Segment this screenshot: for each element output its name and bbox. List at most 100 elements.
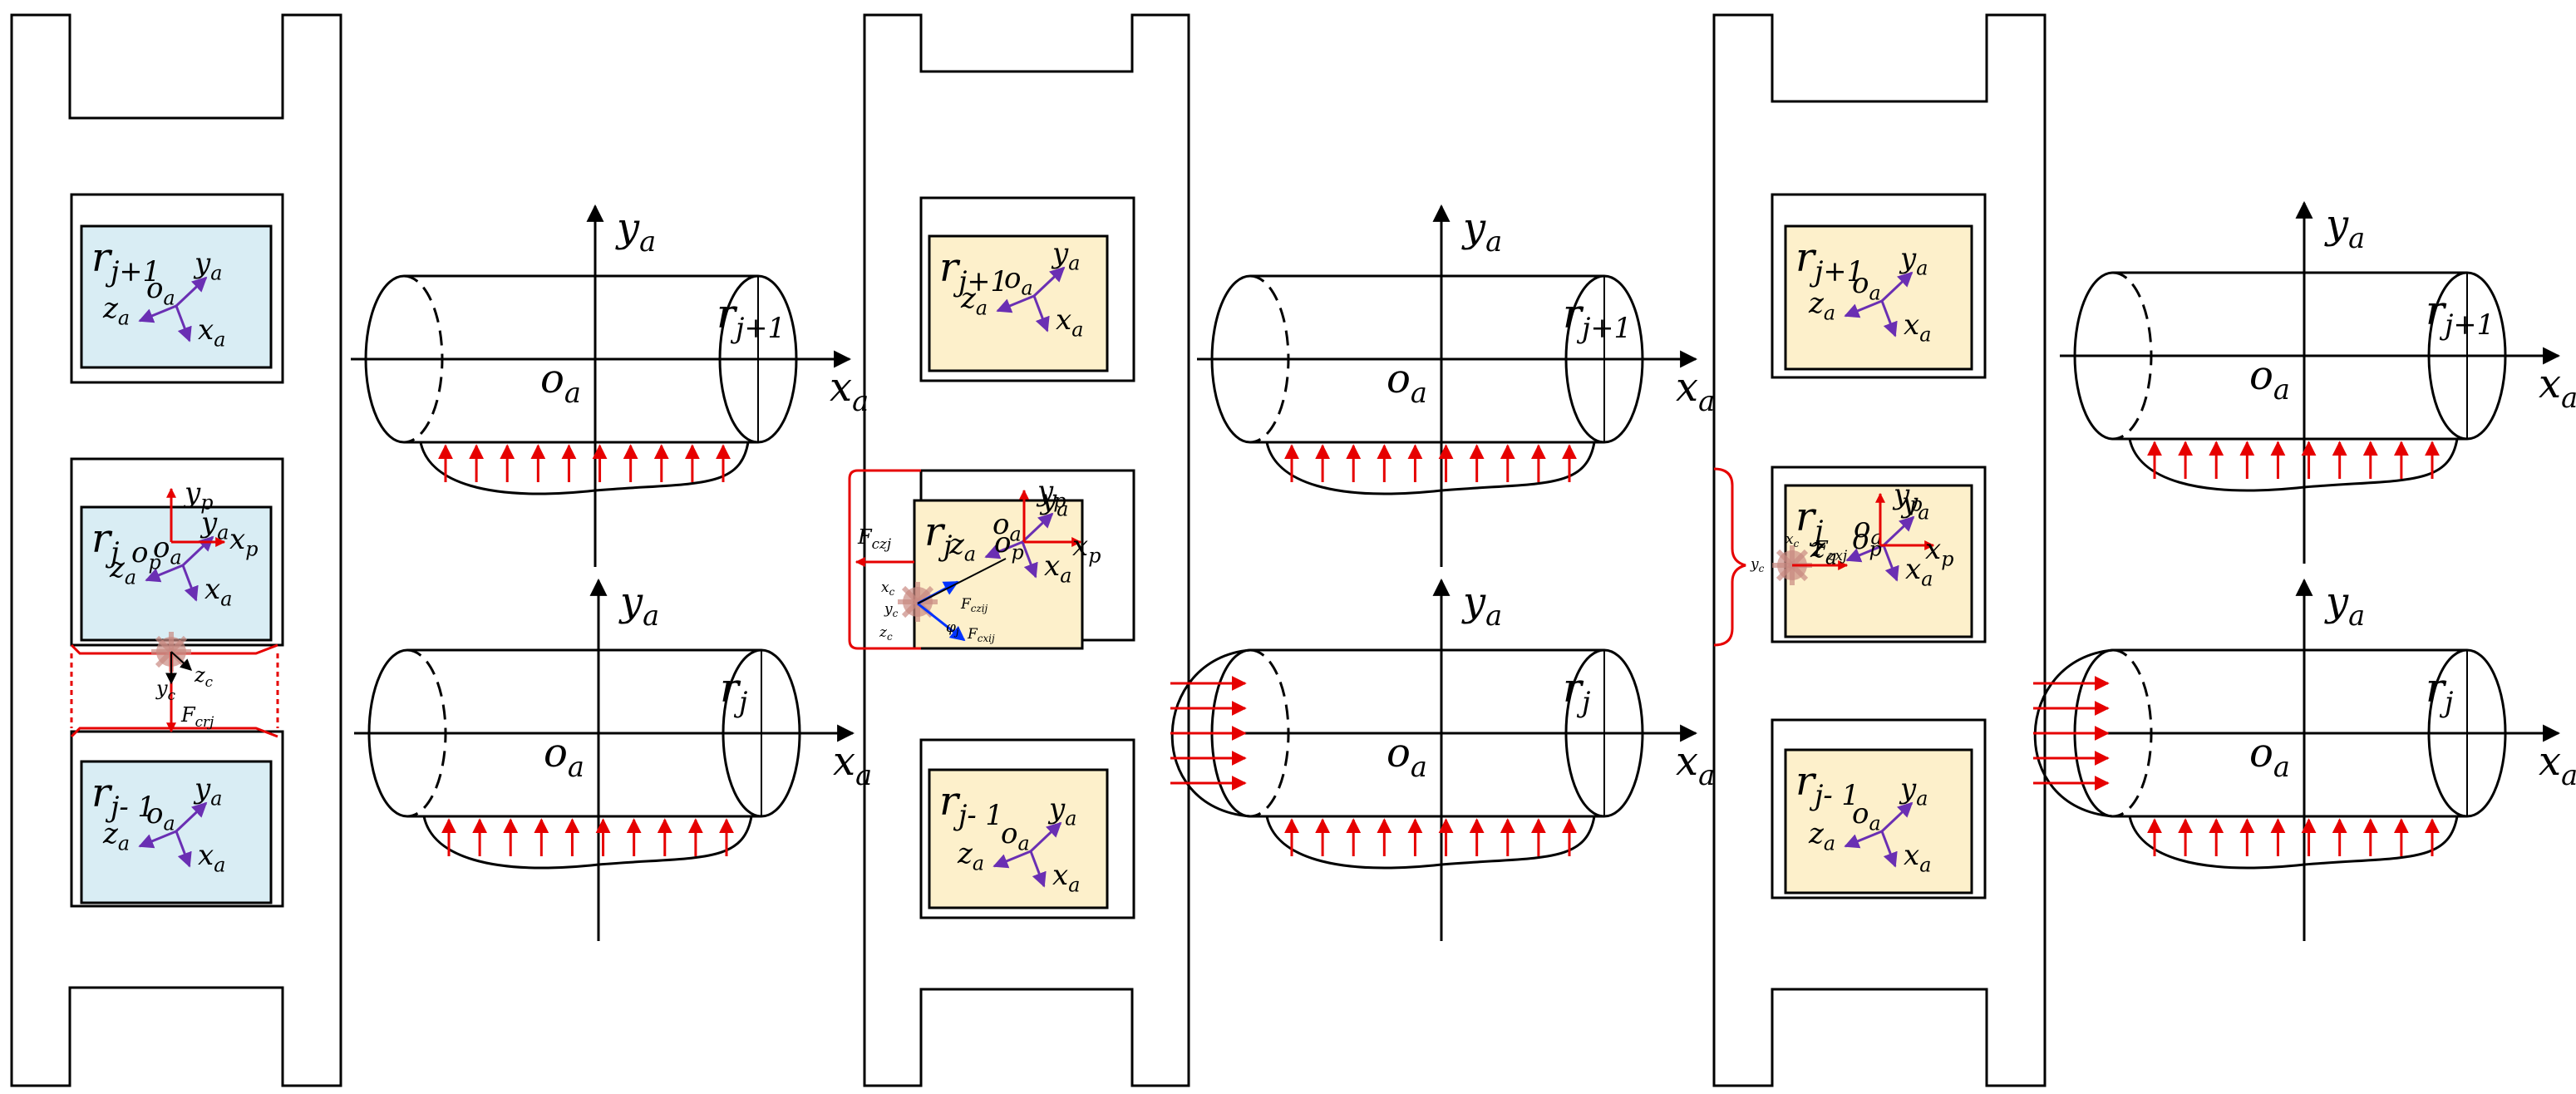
ya-label-main: y xyxy=(1051,237,1069,270)
xp-label: xp xyxy=(1072,530,1101,567)
cylinder-roller-label: rj xyxy=(1563,665,1590,718)
xa-axis-label-subscript: a xyxy=(855,759,872,791)
roller-label: rj- 1 xyxy=(91,770,155,823)
roller-box xyxy=(1784,484,1973,638)
za-arrow xyxy=(145,564,184,583)
yp-label-main: y xyxy=(1892,478,1910,511)
roller-label-main: r xyxy=(1795,758,1817,805)
oa-axis-label-subscript: a xyxy=(568,751,584,783)
xa-label: xa xyxy=(198,839,225,876)
roller-label: rj- 1 xyxy=(1795,758,1859,811)
xa-axis-label-main: x xyxy=(833,738,855,785)
za-label-main: z xyxy=(960,282,977,315)
op-label-main: o xyxy=(994,526,1011,559)
xa-label: xa xyxy=(198,313,225,351)
oa-label-main: o xyxy=(992,508,1009,541)
oa-axis-label: oa xyxy=(540,356,581,409)
za-label: za xyxy=(960,282,988,319)
ya-axis-label-main: y xyxy=(615,205,640,251)
xp-label-subscript: p xyxy=(245,537,258,560)
xa-axis-label-subscript: a xyxy=(2561,759,2576,791)
yc-label: yc xyxy=(1750,556,1765,574)
xa-label-main: x xyxy=(1052,859,1068,892)
force-czij-label: Fczij xyxy=(960,596,988,614)
roller-label-main: r xyxy=(939,778,961,825)
op-label: op xyxy=(1852,523,1882,560)
ya-label-subscript: a xyxy=(210,786,222,810)
oa-label: oa xyxy=(146,797,175,835)
xa-label: xa xyxy=(1052,859,1080,896)
force-cxij-label-subscript: cxij xyxy=(978,633,995,644)
oa-label: oa xyxy=(1001,817,1030,855)
yp-label-main: y xyxy=(183,476,201,510)
yc-label-subscript: c xyxy=(1759,563,1765,574)
zc-label-subscript: c xyxy=(205,673,214,690)
yp-label: yp xyxy=(183,476,213,514)
oa-axis-label: oa xyxy=(544,730,584,783)
roller-box xyxy=(80,505,273,642)
yp-label-subscript: p xyxy=(1053,489,1066,512)
roller-label: rj+1 xyxy=(1795,234,1864,288)
roller-label-subscript: j+1 xyxy=(1809,255,1864,288)
yc-label-main: y xyxy=(1750,556,1759,573)
phi-label-main: φ xyxy=(946,619,956,636)
oa-label: oa xyxy=(1852,267,1881,304)
ya-axis-label-subscript: a xyxy=(1485,225,1502,258)
pocket-outline xyxy=(70,193,284,384)
contact-ray xyxy=(1790,549,1809,568)
za-label-main: z xyxy=(102,292,119,325)
za-label-main: z xyxy=(1808,287,1825,320)
xp-label: xp xyxy=(1925,533,1953,570)
ya-label-subscript: a xyxy=(1916,786,1928,810)
xa-label-main: x xyxy=(198,839,214,872)
force-cxij-label: Fcxij xyxy=(967,626,995,644)
cylinder-roller-label: rj xyxy=(2426,665,2453,718)
yc-label: yc xyxy=(884,601,899,619)
za-arrow xyxy=(996,294,1035,313)
ya-axis-label: ya xyxy=(1461,205,1502,258)
ya-axis-label: ya xyxy=(618,579,659,632)
ya-label: ya xyxy=(1047,792,1076,830)
xa-axis-label-main: x xyxy=(830,364,852,411)
ya-label-subscript: a xyxy=(1918,500,1929,524)
xa-axis-label-main: x xyxy=(1676,364,1698,411)
roller-label-main: r xyxy=(1795,234,1817,281)
xa-arrow xyxy=(1029,850,1047,888)
oa-axis-label-main: o xyxy=(544,730,568,776)
xa-label-subscript: a xyxy=(214,853,225,876)
xa-arrow xyxy=(1021,541,1038,579)
oa-label-main: o xyxy=(153,531,170,564)
pocket-outline xyxy=(1771,193,1987,379)
ya-axis-label-subscript: a xyxy=(1485,599,1502,632)
xc-label: xc xyxy=(1785,531,1800,549)
xa-label-main: x xyxy=(1904,308,1919,342)
xa-label-main: x xyxy=(1044,549,1060,583)
yc-label: yc xyxy=(155,677,176,703)
xa-label: xa xyxy=(1905,553,1933,590)
oa-axis-label-main: o xyxy=(1387,356,1411,402)
oa-label-subscript: a xyxy=(1017,831,1029,855)
za-label-subscript: a xyxy=(1824,301,1835,324)
ya-axis-label-main: y xyxy=(1461,579,1486,625)
xc-label-main: x xyxy=(881,579,889,596)
contact-ray xyxy=(169,635,188,654)
oa-label-subscript: a xyxy=(170,545,181,569)
ya-arrow xyxy=(1021,512,1054,544)
xa-axis-label-main: x xyxy=(2539,361,2561,407)
force-czj-label-main: F xyxy=(857,525,873,549)
ya-label-subscript: a xyxy=(1057,497,1068,520)
zc-label-main: z xyxy=(194,663,205,687)
xa-label-subscript: a xyxy=(1919,323,1931,346)
za-label-main: z xyxy=(102,817,119,850)
xa-axis-label-subscript: a xyxy=(852,385,869,417)
op-label-subscript: p xyxy=(148,550,160,574)
ya-axis-label-subscript: a xyxy=(643,599,659,632)
ya-arrow xyxy=(1880,271,1914,303)
